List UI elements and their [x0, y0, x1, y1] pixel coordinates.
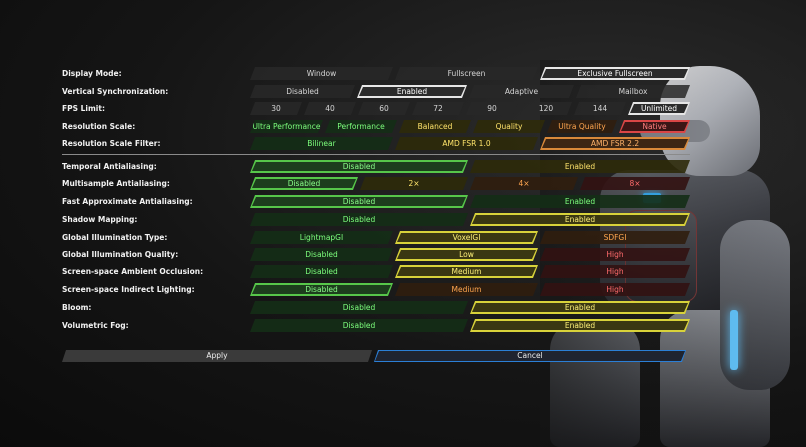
option-high[interactable]: High — [540, 265, 690, 278]
option-disabled[interactable]: Disabled — [250, 177, 358, 190]
option-fps-72[interactable]: 72 — [412, 102, 464, 115]
setting-label: Global Illumination Quality: — [62, 250, 179, 259]
option-msaa-2x[interactable]: 2× — [360, 177, 468, 190]
option-fps-unlimited[interactable]: Unlimited — [628, 102, 690, 115]
option-disabled[interactable]: Disabled — [250, 301, 468, 314]
option-high[interactable]: High — [540, 283, 690, 296]
setting-label: Shadow Mapping: — [62, 215, 138, 224]
option-enabled[interactable]: Enabled — [357, 85, 467, 98]
option-disabled[interactable]: Disabled — [250, 195, 468, 208]
option-adaptive[interactable]: Adaptive — [469, 85, 574, 98]
option-native[interactable]: Native — [619, 120, 690, 133]
option-disabled[interactable]: Disabled — [250, 265, 393, 278]
option-amd-fsr-2[interactable]: AMD FSR 2.2 — [540, 137, 690, 150]
option-balanced[interactable]: Balanced — [399, 120, 471, 133]
option-disabled[interactable]: Disabled — [250, 283, 393, 296]
option-ultra-quality[interactable]: Ultra Quality — [547, 120, 617, 133]
option-disabled[interactable]: Disabled — [250, 319, 468, 332]
option-fps-40[interactable]: 40 — [304, 102, 356, 115]
option-fps-60[interactable]: 60 — [358, 102, 410, 115]
option-bilinear[interactable]: Bilinear — [250, 137, 393, 150]
option-disabled[interactable]: Disabled — [250, 248, 393, 261]
setting-label: Volumetric Fog: — [62, 321, 129, 330]
option-disabled[interactable]: Disabled — [250, 160, 468, 173]
option-msaa-4x[interactable]: 4× — [470, 177, 578, 190]
setting-label: Screen-space Indirect Lighting: — [62, 285, 195, 294]
setting-label: Global Illumination Type: — [62, 233, 168, 242]
option-window[interactable]: Window — [250, 67, 393, 80]
option-fps-30[interactable]: 30 — [250, 102, 302, 115]
option-enabled[interactable]: Enabled — [470, 195, 690, 208]
option-enabled[interactable]: Enabled — [470, 301, 690, 314]
option-low[interactable]: Low — [395, 248, 538, 261]
option-fps-144[interactable]: 144 — [574, 102, 626, 115]
section-divider — [62, 154, 690, 155]
cancel-button[interactable]: Cancel — [374, 350, 686, 362]
option-medium[interactable]: Medium — [395, 265, 538, 278]
option-voxelgi[interactable]: VoxelGI — [395, 231, 538, 244]
option-lightmapgi[interactable]: LightmapGI — [250, 231, 393, 244]
option-performance[interactable]: Performance — [325, 120, 397, 133]
option-mailbox[interactable]: Mailbox — [576, 85, 690, 98]
option-sdfgi[interactable]: SDFGI — [540, 231, 690, 244]
setting-label: Vertical Synchronization: — [62, 87, 169, 96]
option-msaa-8x[interactable]: 8× — [580, 177, 690, 190]
option-fps-90[interactable]: 90 — [466, 102, 518, 115]
option-high[interactable]: High — [540, 248, 690, 261]
option-quality[interactable]: Quality — [473, 120, 545, 133]
option-disabled[interactable]: Disabled — [250, 213, 468, 226]
option-ultra-performance[interactable]: Ultra Performance — [250, 120, 323, 133]
option-exclusive-fullscreen[interactable]: Exclusive Fullscreen — [540, 67, 690, 80]
option-enabled[interactable]: Enabled — [470, 160, 690, 173]
setting-label: Temporal Antialiasing: — [62, 162, 157, 171]
setting-label: Screen-space Ambient Occlusion: — [62, 267, 204, 276]
setting-label: Fast Approximate Antialiasing: — [62, 197, 193, 206]
option-fullscreen[interactable]: Fullscreen — [395, 67, 538, 80]
apply-button[interactable]: Apply — [62, 350, 372, 362]
setting-label: Bloom: — [62, 303, 92, 312]
option-disabled[interactable]: Disabled — [250, 85, 355, 98]
setting-label: FPS Limit: — [62, 104, 105, 113]
option-enabled[interactable]: Enabled — [470, 213, 690, 226]
option-fps-120[interactable]: 120 — [520, 102, 572, 115]
option-amd-fsr-1[interactable]: AMD FSR 1.0 — [395, 137, 538, 150]
option-medium[interactable]: Medium — [395, 283, 538, 296]
setting-label: Resolution Scale Filter: — [62, 139, 161, 148]
option-enabled[interactable]: Enabled — [470, 319, 690, 332]
setting-label: Multisample Antialiasing: — [62, 179, 170, 188]
setting-label: Resolution Scale: — [62, 122, 136, 131]
setting-label: Display Mode: — [62, 69, 122, 78]
